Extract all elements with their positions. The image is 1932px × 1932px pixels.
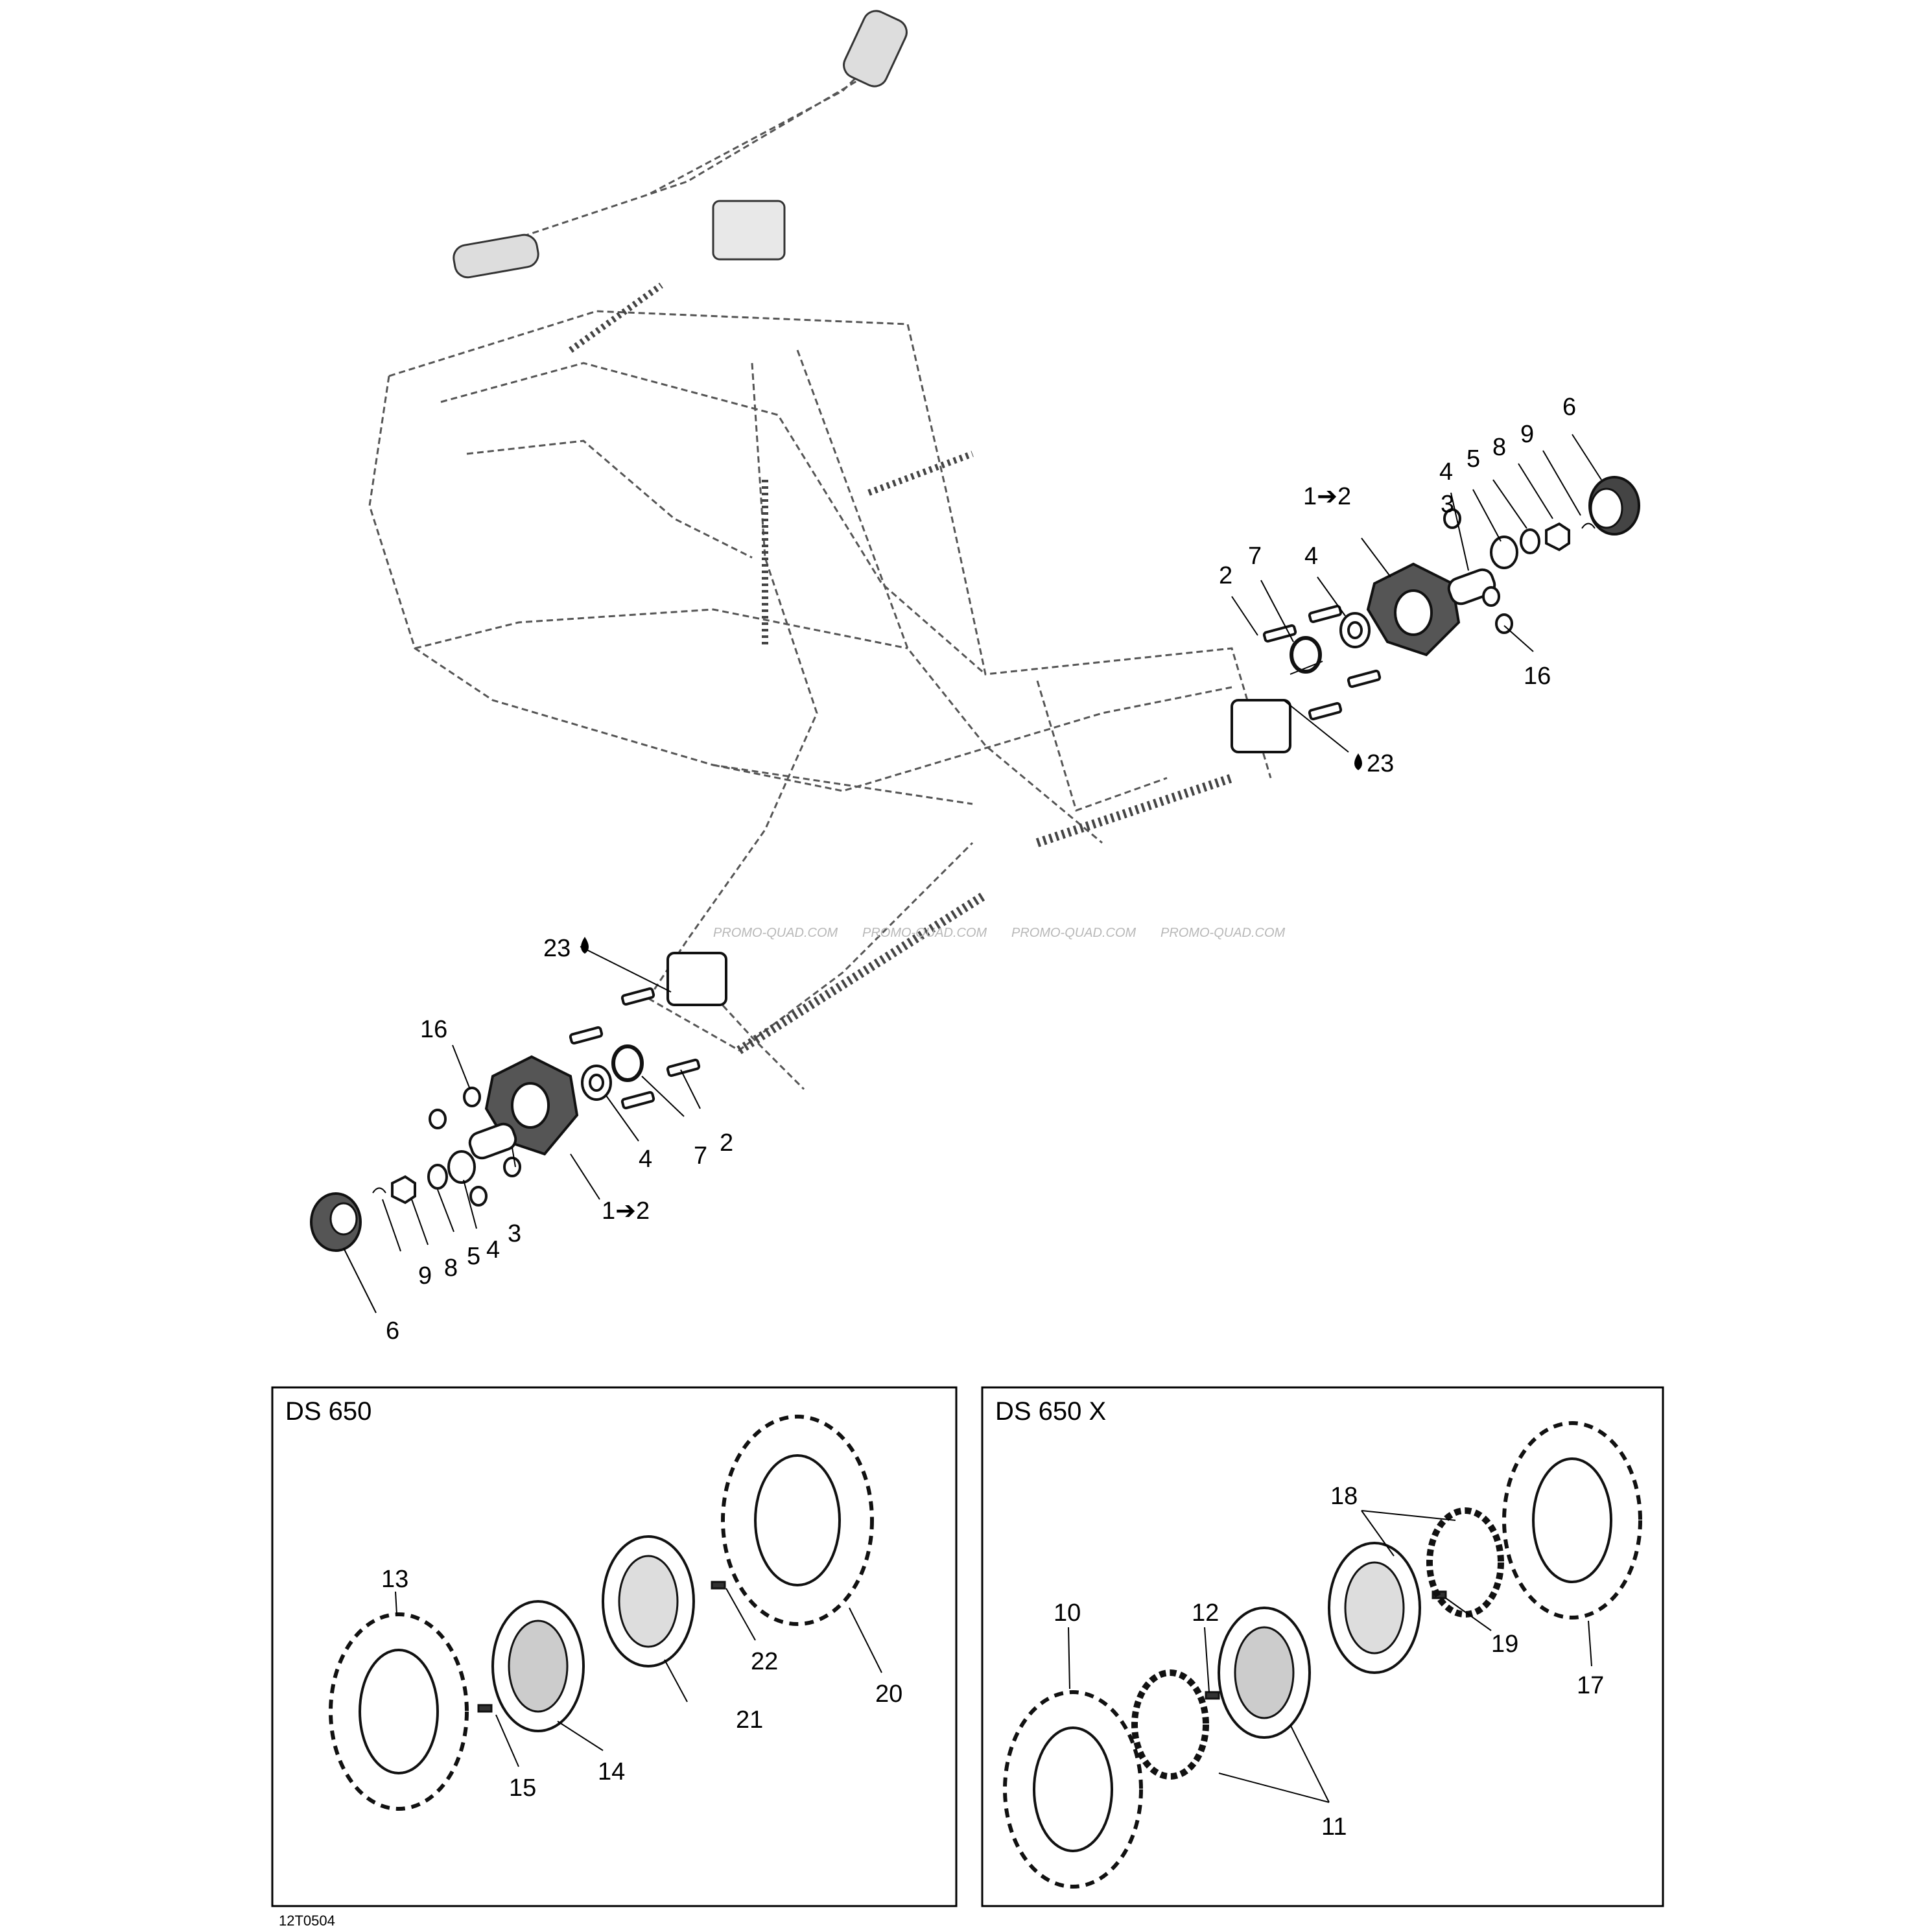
beadlock-ring-front	[1131, 1669, 1209, 1780]
callout-right-8: 8	[1492, 434, 1506, 461]
callout-left-2: 2	[720, 1129, 733, 1157]
callout-right-3: 3	[1441, 491, 1454, 518]
callout-15: 15	[509, 1774, 536, 1802]
callout-17: 17	[1577, 1672, 1604, 1699]
callout-left-8: 8	[444, 1255, 458, 1282]
callout-21: 21	[736, 1706, 763, 1734]
svg-text:PROMO-QUAD.COM: PROMO-QUAD.COM	[862, 926, 987, 940]
left-hub-assembly	[310, 946, 701, 1314]
atv-frame	[368, 10, 1291, 1090]
lower-arm-left	[736, 891, 988, 1054]
svg-text:PROMO-QUAD.COM: PROMO-QUAD.COM	[713, 926, 838, 940]
callout-right-2: 2	[1219, 562, 1232, 589]
callout-left-7: 7	[694, 1142, 707, 1170]
callout-right-4-outer: 4	[1439, 458, 1453, 486]
box-ds650x-title: DS 650 X	[995, 1397, 1106, 1426]
callout-right-9: 9	[1520, 421, 1534, 448]
drawing-code: 12T0504	[279, 1913, 335, 1929]
callout-left-4-inner: 4	[639, 1146, 652, 1173]
callout-20: 20	[875, 1680, 902, 1708]
callout-left-6: 6	[386, 1317, 399, 1345]
callout-19: 19	[1491, 1631, 1518, 1658]
callout-10: 10	[1054, 1599, 1081, 1627]
callout-right-5: 5	[1467, 445, 1480, 473]
left-grip	[453, 233, 539, 279]
callout-left-4-outer: 4	[486, 1236, 500, 1264]
callout-right-16: 16	[1524, 663, 1551, 690]
callout-left-9: 9	[418, 1262, 432, 1290]
box-ds650: DS 650 13 14 15 20 21 22	[271, 1386, 958, 1907]
callout-22: 22	[751, 1648, 778, 1675]
callout-left-5: 5	[467, 1243, 480, 1270]
callout-11: 11	[1321, 1813, 1347, 1841]
callouts-right-hub: 1➔2 2 3 4 4 5 6 7 8 9 16 23	[1219, 394, 1576, 777]
svg-text:PROMO-QUAD.COM: PROMO-QUAD.COM	[1011, 926, 1137, 940]
callout-14: 14	[598, 1758, 625, 1785]
callout-left-3: 3	[508, 1220, 521, 1247]
callout-12: 12	[1192, 1599, 1219, 1627]
right-hub-assembly	[1231, 434, 1640, 753]
callout-left-1: 1➔2	[602, 1197, 650, 1225]
callout-left-16: 16	[420, 1016, 447, 1043]
drop-icon	[1354, 753, 1362, 770]
callout-left-23: 23	[543, 935, 571, 962]
box-ds650x: DS 650 X 10 11 12 17 18 19	[981, 1386, 1664, 1907]
callout-right-6: 6	[1562, 394, 1576, 421]
callout-right-7: 7	[1248, 543, 1262, 570]
callout-18: 18	[1330, 1483, 1358, 1510]
callout-right-1: 1➔2	[1303, 483, 1351, 510]
callout-right-23: 23	[1367, 750, 1394, 777]
beadlock-ring-rear	[1426, 1507, 1504, 1618]
callout-13: 13	[381, 1566, 408, 1593]
box-ds650-title: DS 650	[285, 1397, 371, 1426]
lower-arm-right	[1035, 773, 1234, 847]
callout-right-4-inner: 4	[1304, 543, 1318, 570]
callouts-left-hub: 1➔2 2 3 4 4 5 6 7 8 9 16 23	[386, 935, 733, 1345]
drop-icon	[581, 937, 589, 954]
watermarks: PROMO-QUAD.COM PROMO-QUAD.COM PROMO-QUAD…	[713, 926, 1286, 940]
svg-text:PROMO-QUAD.COM: PROMO-QUAD.COM	[1160, 926, 1286, 940]
right-grip	[843, 10, 908, 88]
